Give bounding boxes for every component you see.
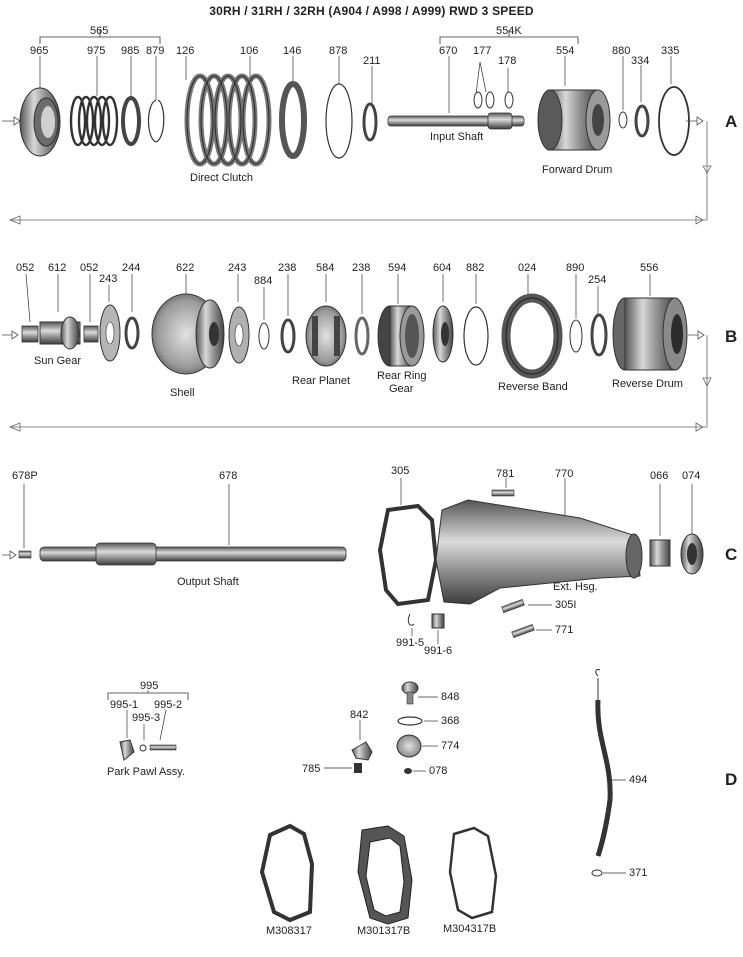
- part-number: 594: [388, 262, 407, 274]
- part-number: 554: [556, 45, 575, 57]
- part-name-shell: Shell: [170, 387, 195, 399]
- part-number: 305I: [555, 599, 577, 611]
- part-number: 975: [87, 45, 106, 57]
- gasket-label: M308317: [266, 925, 312, 937]
- part-number: 622: [176, 262, 195, 274]
- gasket-label: M301317B: [357, 925, 411, 937]
- part-number: 612: [48, 262, 67, 274]
- part-number: 995-1: [110, 699, 139, 711]
- part-number: 879: [146, 45, 165, 57]
- section-d-parts: [107, 669, 626, 925]
- part-number: 670: [439, 45, 458, 57]
- part-name-park-pawl-assy: Park Pawl Assy.: [107, 766, 186, 778]
- part-number: 880: [612, 45, 631, 57]
- part-number: 243: [99, 273, 118, 285]
- part-number: 052: [80, 262, 99, 274]
- part-name-reverse-band: Reverse Band: [498, 381, 568, 393]
- part-number: 995-2: [154, 699, 183, 711]
- part-name-forward-drum: Forward Drum: [542, 164, 613, 176]
- part-number: 243: [228, 262, 247, 274]
- section-label-d: D: [725, 770, 738, 789]
- part-number: 177: [473, 45, 492, 57]
- part-number: 604: [433, 262, 452, 274]
- part-number: 890: [566, 262, 585, 274]
- part-number: 991-5: [396, 637, 425, 649]
- part-name-output-shaft: Output Shaft: [177, 576, 239, 588]
- part-number: 244: [122, 262, 141, 274]
- part-number: 878: [329, 45, 348, 57]
- part-number: 882: [466, 262, 485, 274]
- part-number: 126: [176, 45, 195, 57]
- part-number: 848: [441, 691, 460, 703]
- section-b-parts: [2, 273, 712, 432]
- part-name-sun-gear: Sun Gear: [34, 355, 82, 367]
- part-name-ext-hsg: Ext. Hsg.: [553, 581, 598, 593]
- part-number: 842: [350, 709, 369, 721]
- part-number: 785: [302, 763, 321, 775]
- part-number: 178: [498, 55, 517, 67]
- part-number: 995: [140, 680, 159, 692]
- part-number: 991-6: [424, 645, 453, 657]
- part-number: 335: [661, 45, 680, 57]
- section-label-a: A: [725, 112, 738, 131]
- section-c-parts: [2, 478, 704, 644]
- part-number: 771: [555, 624, 574, 636]
- part-number: 052: [16, 262, 35, 274]
- part-number: 238: [352, 262, 371, 274]
- part-number: 211: [363, 55, 381, 67]
- part-number: 371: [629, 867, 648, 879]
- section-label-c: C: [725, 545, 738, 564]
- part-number: 985: [121, 45, 140, 57]
- part-number: 556: [640, 262, 659, 274]
- part-number: 146: [283, 45, 302, 57]
- part-number: 238: [278, 262, 297, 274]
- part-number: 554K: [496, 25, 522, 37]
- section-a-parts: [2, 30, 712, 225]
- part-number: 024: [518, 262, 537, 274]
- diagram-title: 30RH / 31RH / 32RH (A904 / A998 / A999) …: [209, 4, 534, 18]
- part-name-input-shaft: Input Shaft: [430, 131, 484, 143]
- gasket-label: M304317B: [443, 923, 497, 935]
- part-number: 066: [650, 470, 669, 482]
- section-label-b: B: [725, 327, 738, 346]
- part-number: 770: [555, 468, 574, 480]
- part-number: 074: [682, 470, 701, 482]
- part-number: 678: [219, 470, 238, 482]
- part-number: 774: [441, 740, 460, 752]
- part-name-reverse-drum: Reverse Drum: [612, 378, 683, 390]
- part-number: 494: [629, 774, 648, 786]
- part-number: 584: [316, 262, 335, 274]
- part-number: 965: [30, 45, 49, 57]
- part-number: 884: [254, 275, 273, 287]
- part-number: 368: [441, 715, 460, 727]
- part-number: 781: [496, 468, 515, 480]
- part-number: 565: [90, 25, 109, 37]
- part-name-rear-planet: Rear Planet: [292, 375, 351, 387]
- part-name-rear-ring-gear: Rear Ring: [377, 370, 427, 382]
- part-number: 334: [631, 55, 650, 67]
- part-number: 078: [429, 765, 448, 777]
- part-name-direct-clutch: Direct Clutch: [190, 172, 253, 184]
- part-name-rear-ring-gear: Gear: [389, 383, 414, 395]
- part-number: 678P: [12, 470, 38, 482]
- part-number: 254: [588, 274, 607, 286]
- part-number: 995-3: [132, 712, 161, 724]
- part-number: 106: [240, 45, 259, 57]
- part-number: 305: [391, 465, 410, 477]
